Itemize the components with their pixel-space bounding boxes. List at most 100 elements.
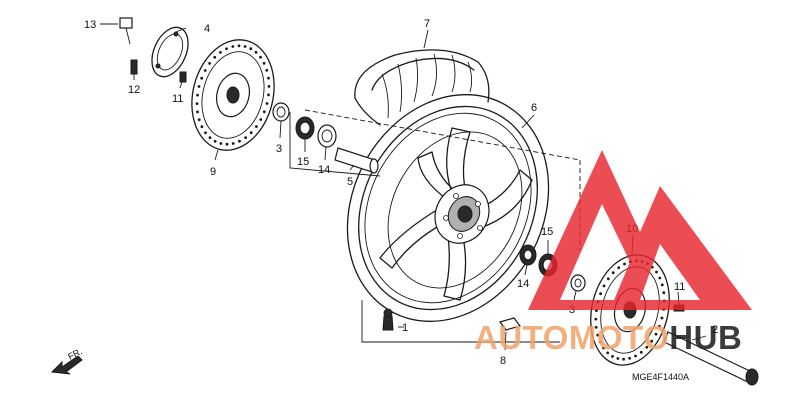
balance-weight	[498, 317, 522, 331]
disc-hole	[660, 283, 664, 287]
disc-hole	[262, 61, 266, 65]
disc-hole	[655, 270, 658, 274]
part-number-1: 1	[402, 322, 408, 334]
disc-hole	[611, 355, 614, 358]
disc-hole	[265, 68, 269, 72]
disc-hole	[645, 345, 649, 349]
disc-hole	[254, 50, 258, 54]
disc-hole	[623, 262, 626, 266]
part-number-11-left: 11	[172, 93, 183, 105]
part-number-9: 9	[210, 166, 216, 178]
disc-hole	[599, 292, 602, 296]
wheel	[346, 94, 550, 331]
disc-hole	[662, 291, 666, 295]
disc-hole	[267, 93, 270, 97]
disc-hole	[660, 316, 664, 320]
disc-hole	[204, 131, 207, 135]
disc-hole	[259, 118, 263, 121]
part-number-14-right: 14	[517, 278, 529, 290]
disc-hole	[602, 284, 606, 288]
left-brake-disc	[191, 39, 275, 151]
watermark-text: AUTOMOTOHUB	[474, 319, 742, 356]
seal-14-left	[317, 124, 337, 148]
disc-hole	[237, 44, 241, 48]
disc-hole	[197, 85, 201, 88]
disc-hole	[231, 45, 235, 48]
disc-hole	[213, 139, 217, 143]
disc-hole	[606, 351, 610, 355]
watermark-logo	[528, 150, 752, 310]
disc-hole	[208, 136, 212, 140]
disc-hole	[196, 93, 199, 97]
disc-hole	[219, 142, 223, 145]
disc-hole	[658, 324, 661, 328]
disc-hole	[622, 357, 625, 361]
part-number-3-left: 3	[276, 143, 282, 155]
disc-hole	[219, 51, 222, 54]
tire	[354, 49, 490, 126]
part-number-15-left: 15	[297, 156, 309, 168]
disc-hole	[231, 142, 235, 145]
disc-hole	[602, 346, 605, 350]
part-number-15-right: 15	[541, 226, 553, 238]
part-number-14-left: 14	[318, 164, 330, 176]
axle	[663, 331, 759, 386]
disc-hole	[596, 333, 600, 337]
disc-hole	[249, 47, 253, 51]
disc-hole	[213, 55, 217, 59]
disc-hole	[196, 110, 199, 114]
distance-collar-5	[334, 147, 379, 174]
disc-hole	[238, 139, 241, 143]
bolt-12	[130, 59, 138, 75]
disc-hole	[594, 325, 598, 329]
part-number-4: 4	[204, 23, 210, 35]
part-number-6: 6	[531, 102, 537, 114]
part-number-13: 13	[84, 19, 96, 31]
disc-hole	[267, 85, 271, 88]
disc-hole	[244, 136, 248, 140]
bearing-15-left	[295, 116, 315, 140]
part-number-11-right: 11	[674, 281, 685, 293]
disc-hole	[654, 332, 658, 336]
disc-hole	[598, 340, 602, 344]
disc-hole	[195, 102, 199, 105]
disc-hole	[255, 125, 258, 128]
disc-hole	[628, 356, 631, 360]
direction-arrow	[50, 355, 83, 375]
collar-left	[272, 102, 290, 122]
disc-hole	[225, 142, 229, 146]
part-number-5: 5	[347, 176, 353, 188]
disc-hole	[262, 110, 266, 114]
disc-hole	[650, 339, 654, 343]
collar-right	[570, 274, 586, 292]
disc-hole	[634, 354, 637, 358]
pulser-ring	[151, 26, 189, 78]
part-number-8: 8	[500, 355, 506, 367]
disc-hole	[594, 317, 598, 321]
part-number-12: 12	[128, 84, 140, 96]
drawing-code: MGE4F1440A	[632, 372, 689, 382]
disc-hole	[658, 276, 662, 280]
disc-hole	[200, 125, 204, 129]
disc-hole	[200, 76, 204, 80]
disc-hole	[616, 357, 620, 360]
disc-hole	[249, 131, 253, 135]
disc-hole	[259, 55, 262, 59]
disc-hole	[617, 266, 621, 270]
disc-hole	[243, 45, 247, 48]
disc-hole	[606, 277, 610, 281]
disc-hole	[203, 69, 207, 72]
disc-hole	[265, 102, 269, 105]
bolt-11-left	[179, 71, 187, 83]
disc-hole	[197, 118, 201, 122]
bearing-14-right	[519, 244, 537, 266]
part-number-2: 2	[712, 324, 718, 336]
disc-hole	[208, 62, 212, 65]
disc-hole	[639, 350, 643, 354]
disc-hole	[225, 47, 228, 51]
part-number-7: 7	[424, 18, 430, 30]
disc-hole	[267, 76, 270, 80]
disc-hole	[611, 271, 615, 275]
